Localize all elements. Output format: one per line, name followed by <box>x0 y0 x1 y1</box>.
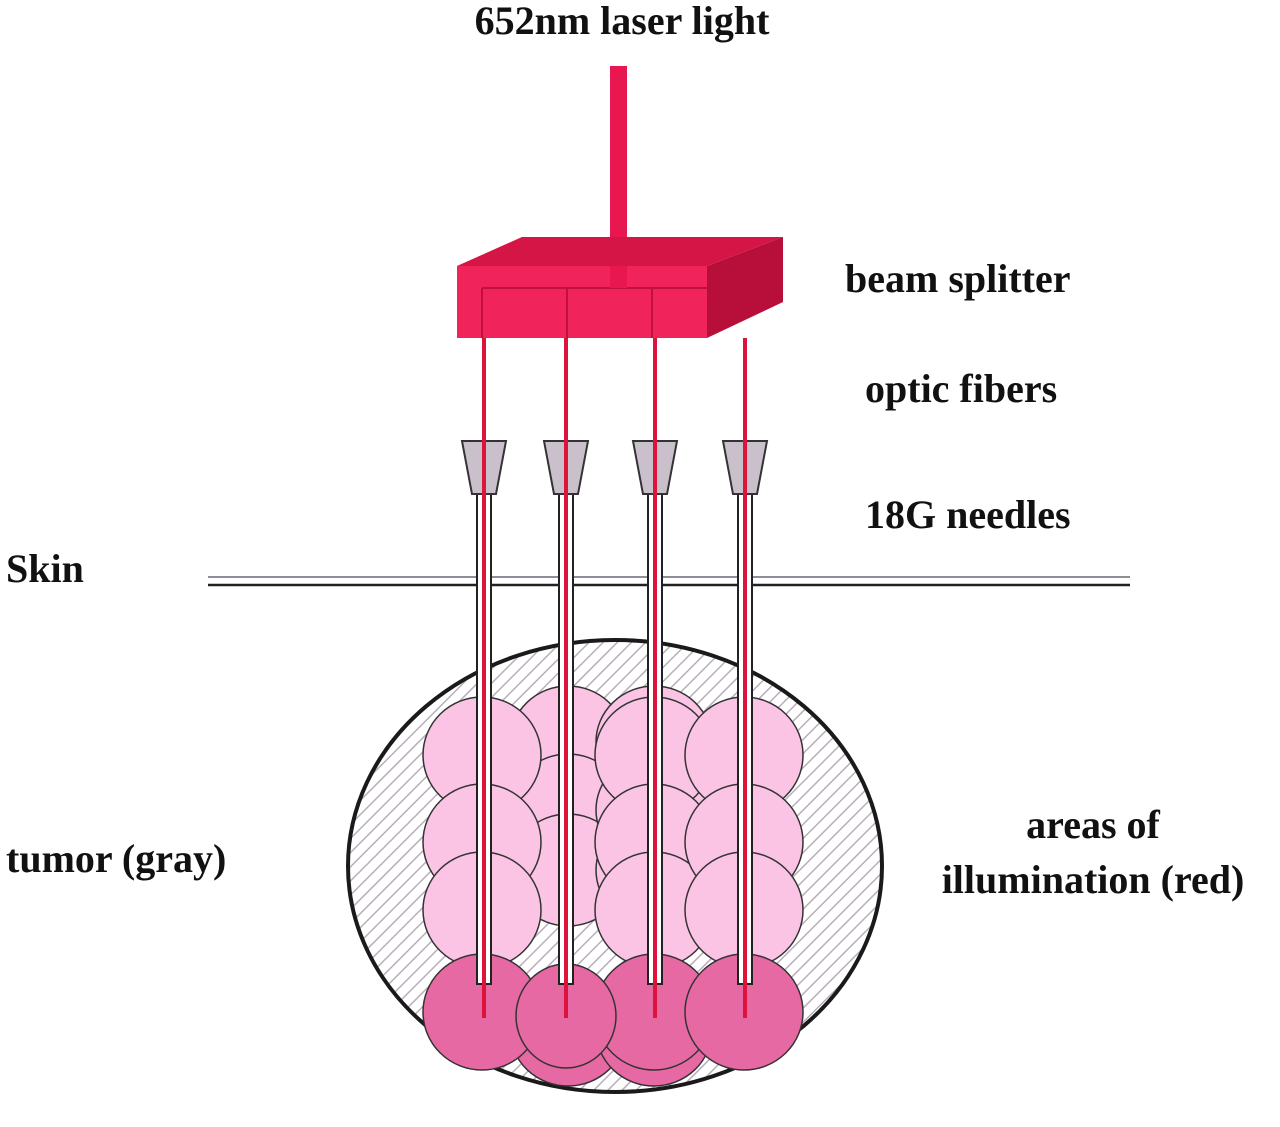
optic-fibers-label: optic fibers <box>865 366 1057 411</box>
skin-line <box>208 576 1130 587</box>
skin-label: Skin <box>6 546 84 591</box>
beam-splitter-label: beam splitter <box>845 256 1071 301</box>
laser-label: 652nm laser light <box>475 0 771 43</box>
needle <box>721 338 769 1018</box>
needles-label: 18G needles <box>865 492 1071 537</box>
needles <box>460 338 769 1018</box>
needle <box>460 338 508 1018</box>
tumor-label: tumor (gray) <box>6 836 226 881</box>
beam-splitter <box>457 237 783 338</box>
needle <box>542 338 590 1018</box>
areas-label-line2: illumination (red) <box>942 857 1245 902</box>
laser-beam <box>610 66 627 270</box>
areas-label-line1: areas of <box>1026 802 1160 847</box>
needle <box>631 338 679 1018</box>
